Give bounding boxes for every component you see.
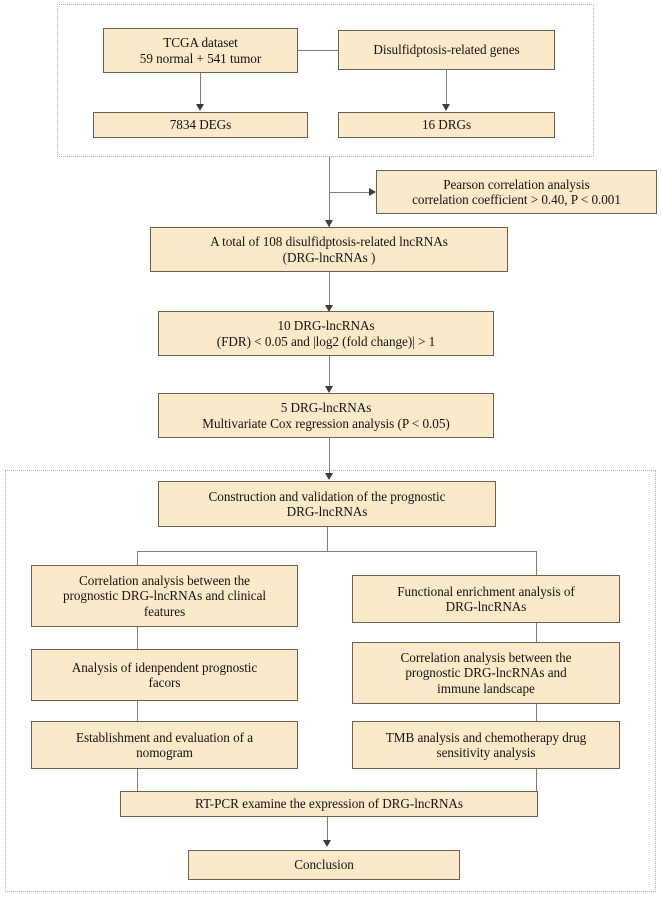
node-tcga-dataset[interactable]: TCGA dataset 59 normal + 541 tumor: [103, 28, 298, 73]
node-rt-pcr[interactable]: RT-PCR examine the expression of DRG-lnc…: [120, 791, 538, 817]
arrowhead-total-to-ten: [325, 305, 333, 312]
arrowhead-ten-to-five: [325, 386, 333, 393]
connector-drg-genes-to-drgs: [446, 70, 447, 105]
node-independent-prognostic[interactable]: Analysis of idenpendent prognostic facor…: [31, 649, 298, 701]
node-tmb-chemo[interactable]: TMB analysis and chemotherapy drug sensi…: [352, 721, 620, 769]
connector-immune-to-tmb: [536, 704, 537, 721]
connector-split-to-right-column: [536, 551, 537, 575]
connector-tmb-to-rtpcr: [536, 769, 537, 791]
connector-construction-split: [137, 551, 537, 552]
connector-nomogram-to-rtpcr: [137, 769, 138, 791]
node-drgs[interactable]: 16 DRGs: [338, 112, 555, 138]
connector-five-to-construction: [329, 438, 330, 475]
arrowhead-tcga-to-degs: [196, 104, 204, 111]
node-pearson-correlation[interactable]: Pearson correlation analysis correlation…: [376, 170, 657, 214]
arrowhead-to-pearson: [369, 188, 376, 196]
connector-ten-to-five: [329, 356, 330, 388]
connector-clinical-to-independent: [137, 627, 138, 649]
node-clinical-correlation[interactable]: Correlation analysis between the prognos…: [31, 565, 298, 627]
node-degs[interactable]: 7834 DEGs: [93, 112, 308, 138]
connector-independent-to-nomogram: [137, 701, 138, 721]
connector-split-to-left-column: [137, 551, 138, 565]
node-nomogram[interactable]: Establishment and evaluation of a nomogr…: [31, 721, 298, 769]
arrowhead-spine-to-total-lncrnas: [325, 220, 333, 227]
connector-enrichment-to-immune: [536, 623, 537, 642]
arrowhead-drg-genes-to-drgs: [442, 104, 450, 111]
node-conclusion[interactable]: Conclusion: [188, 850, 460, 880]
connector-tcga-to-degs: [200, 73, 201, 105]
node-construction-validation[interactable]: Construction and validation of the progn…: [158, 481, 496, 527]
connector-total-to-ten: [329, 272, 330, 307]
node-immune-landscape[interactable]: Correlation analysis between the prognos…: [352, 642, 620, 704]
node-five-lncrnas[interactable]: 5 DRG-lncRNAs Multivariate Cox regressio…: [158, 393, 494, 438]
downstream-analysis-group-region: [5, 470, 656, 892]
arrowhead-five-to-construction: [325, 473, 333, 480]
connector-branch-to-pearson: [329, 192, 369, 193]
node-drg-genes[interactable]: Disulfidptosis-related genes: [338, 30, 555, 70]
node-total-lncrnas[interactable]: A total of 108 disulfidptosis-related ln…: [150, 227, 508, 272]
node-functional-enrichment[interactable]: Functional enrichment analysis of DRG-ln…: [352, 575, 620, 623]
data-acquisition-group-region: [57, 4, 594, 157]
arrowhead-rtpcr-to-conclusion: [323, 840, 331, 847]
node-ten-lncrnas[interactable]: 10 DRG-lncRNAs (FDR) < 0.05 and |log2 (f…: [158, 311, 494, 356]
connector-tcga-to-drg-genes: [298, 50, 338, 51]
connector-rtpcr-to-conclusion: [327, 817, 328, 842]
connector-construction-down: [327, 527, 328, 551]
